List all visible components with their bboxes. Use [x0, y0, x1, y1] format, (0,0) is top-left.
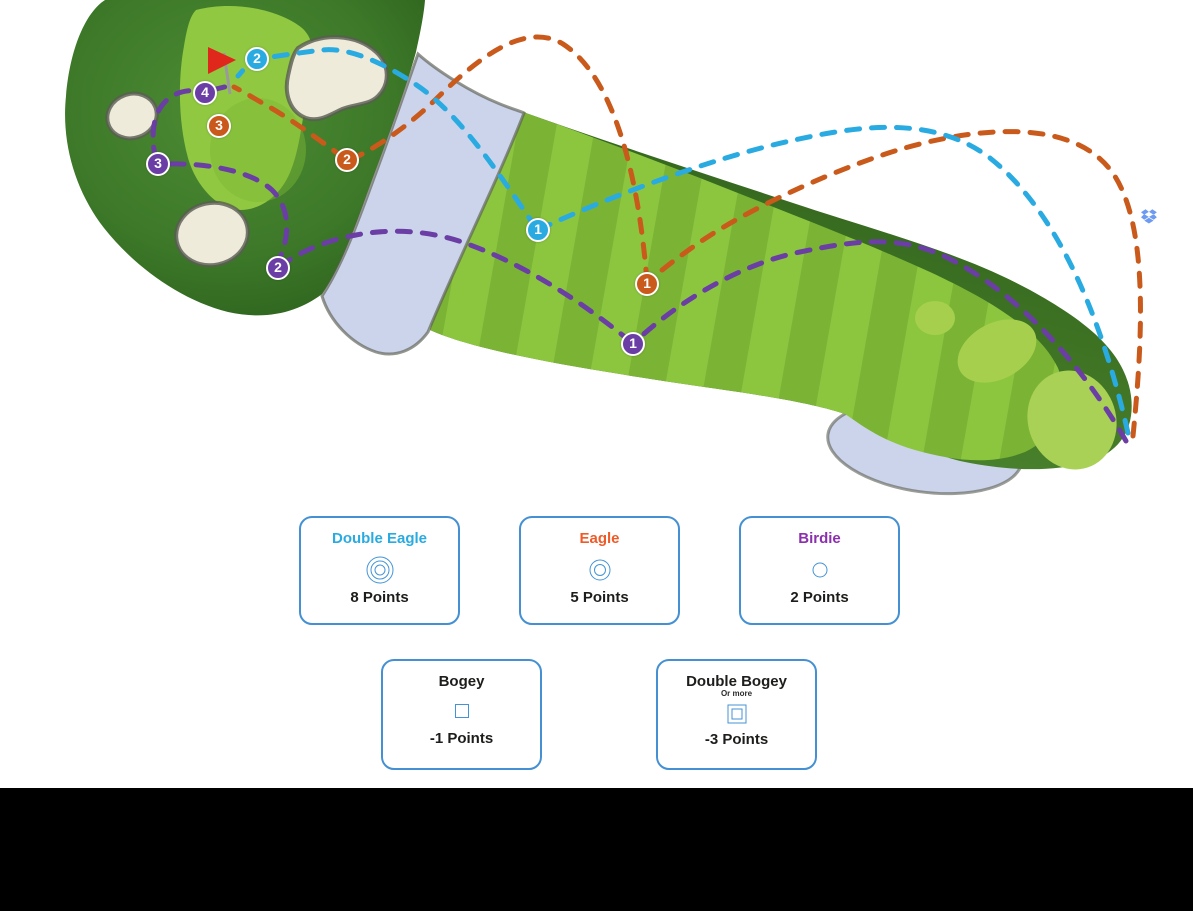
card-points: 5 Points [570, 589, 629, 606]
card-points: 8 Points [350, 589, 409, 606]
double-square-icon [721, 699, 753, 729]
score-card-double-eagle: Double Eagle 8 Points [299, 516, 460, 625]
card-title: Bogey [438, 673, 485, 690]
double-eagle-shot-path [235, 47, 1131, 436]
score-card-bogey: Bogey -1 Points [381, 659, 542, 770]
bottom-black-bar [0, 788, 1193, 911]
tee-mound-small [915, 301, 955, 335]
single-circle-icon [804, 555, 836, 585]
eagle-shot-path [231, 34, 1143, 439]
card-subtitle: Or more [720, 689, 753, 698]
bunker-lower [174, 200, 250, 268]
bunker-left [105, 91, 159, 141]
score-card-birdie: Birdie 2 Points [739, 516, 900, 625]
golf-hole-map [65, 0, 1143, 496]
single-square-icon [446, 696, 478, 726]
card-title: Double Bogey [686, 673, 787, 690]
dropbox-icon[interactable] [1141, 209, 1157, 224]
water-hazard-main [320, 51, 526, 356]
card-title: Eagle [579, 530, 620, 547]
triple-circle-icon [364, 555, 396, 585]
double-circle-icon [584, 555, 616, 585]
card-points: -1 Points [429, 730, 494, 747]
score-card-double-bogey: Double Bogey Or more -3 Points [656, 659, 817, 770]
birdie-shot-path [150, 82, 1129, 444]
card-points: -3 Points [704, 731, 769, 748]
fairway-striped [430, 112, 1063, 461]
score-card-eagle: Eagle 5 Points [519, 516, 680, 625]
tee-mound-mid [957, 319, 1037, 383]
card-title: Birdie [798, 530, 841, 547]
flag-icon [208, 47, 236, 95]
card-title: Double Eagle [331, 530, 428, 547]
green-shading [210, 98, 306, 202]
card-points: 2 Points [790, 589, 849, 606]
